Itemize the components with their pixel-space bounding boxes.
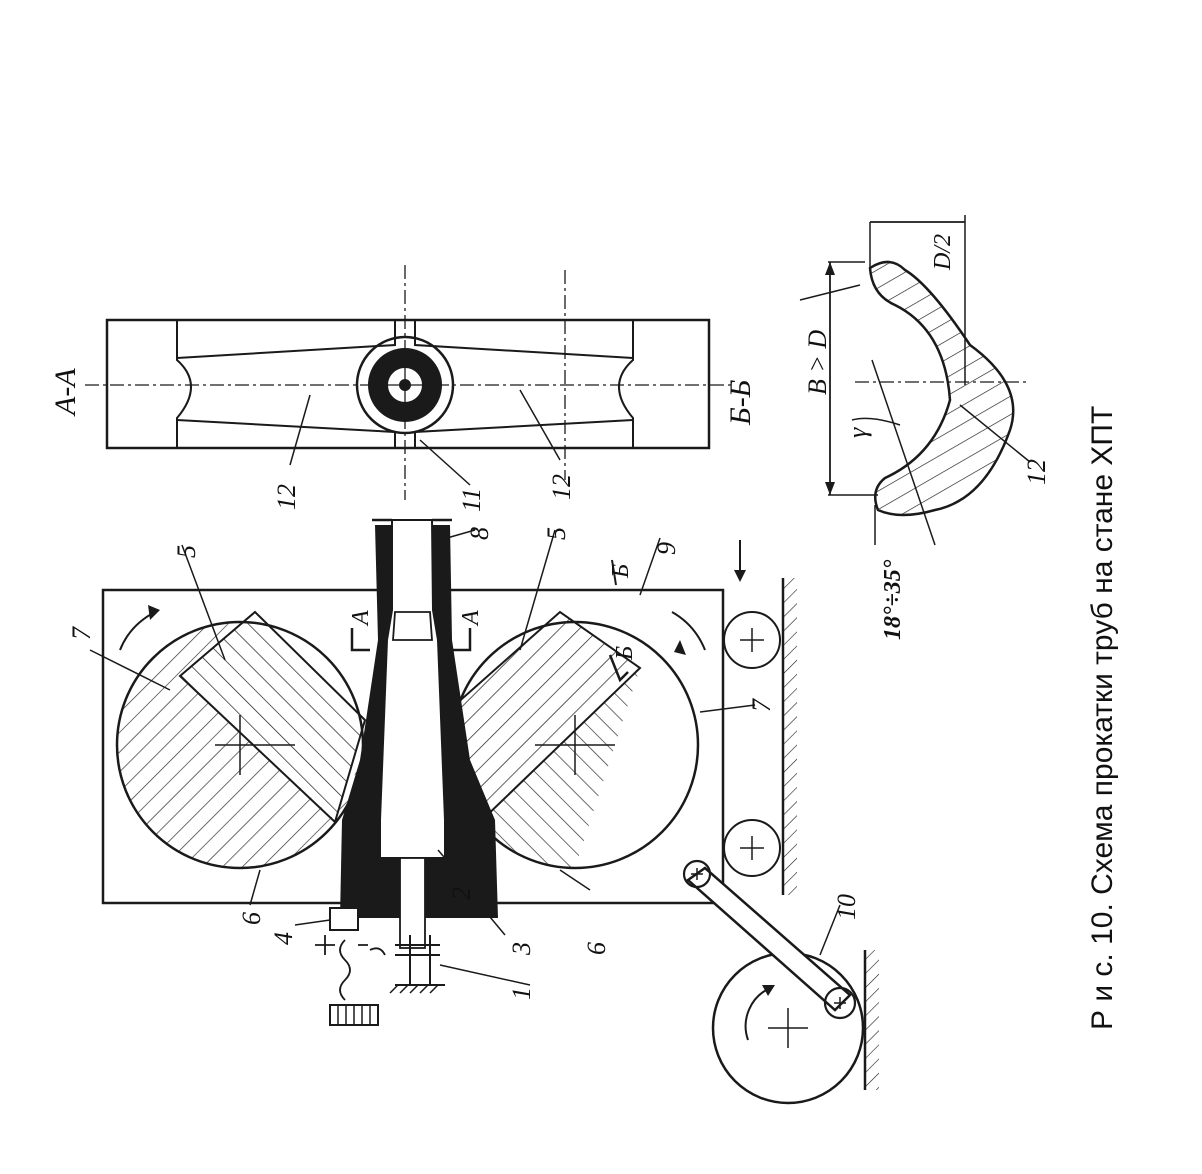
part-5-lower: 5 [542, 527, 571, 540]
section-bb-title: Б-Б [724, 379, 757, 426]
part-1: 1 [507, 987, 536, 1000]
figure-caption: Р и с. 10. Схема прокатки труб на стане … [1086, 406, 1119, 1030]
section-aa-groove-upper [176, 320, 192, 448]
support-roller-2 [723, 819, 781, 877]
crank-rotation-arrow [744, 987, 771, 1041]
part-2: 2 [447, 887, 476, 900]
section-aa-view [85, 265, 735, 500]
part-numbers: 1 2 3 4 5 5 6 6 7 7 8 9 10 11 12 12 12 [67, 459, 1051, 1000]
part-6-upper: 6 [237, 912, 266, 925]
part-6-lower: 6 [582, 942, 611, 955]
part-3: 3 [507, 942, 536, 956]
section-aa-title: А-А [49, 368, 82, 417]
section-cut-a-right [452, 628, 472, 652]
formula-angle: 18°÷35° [880, 559, 906, 640]
formula-b-gt-d: B > D [803, 330, 832, 395]
section-aa-groove-lower [618, 320, 634, 448]
part-10: 10 [832, 894, 861, 920]
rotation-arrow-lower [671, 611, 706, 651]
section-bb-view [799, 215, 1030, 546]
part-9: 9 [652, 542, 681, 555]
support-roller-1 [723, 611, 781, 669]
part-5-upper: 5 [172, 545, 201, 558]
mandrel-rod [399, 857, 426, 949]
part-12-aa-lower: 12 [547, 474, 576, 500]
part-7-upper: 7 [67, 626, 96, 640]
part-12-bb: 12 [1022, 459, 1051, 485]
section-aa-frame [105, 318, 711, 450]
part-11: 11 [457, 488, 486, 512]
section-labels: А-А Б-Б А А Б Б [49, 368, 757, 661]
part-4: 4 [269, 932, 298, 945]
cut-mark-a-right: А [458, 610, 484, 627]
section-cut-b [608, 654, 629, 683]
roll-lower-hatch [455, 668, 640, 868]
groove-segment-upper [178, 610, 367, 824]
part-8: 8 [465, 527, 494, 540]
part-12-aa-upper: 12 [272, 484, 301, 510]
section-cut-a-left [350, 628, 370, 652]
groove-profile [868, 260, 1015, 517]
cut-mark-b: Б [612, 646, 638, 661]
formula-d-half: D/2 [930, 234, 956, 271]
feed-spring [339, 939, 351, 1001]
leader-lines [89, 389, 1031, 986]
mandrel-head [392, 611, 433, 641]
cut-mark-a-left: А [348, 610, 374, 627]
feed-block [329, 907, 359, 931]
part-7-lower: 7 [747, 698, 776, 712]
connecting-rod [685, 866, 852, 1012]
stand-main-view [101, 518, 879, 1105]
cut-mark-b-top: Б [608, 564, 634, 579]
formula-labels: B > D D/2 18°÷35° γ [803, 234, 956, 640]
formula-gamma: γ [843, 427, 872, 438]
